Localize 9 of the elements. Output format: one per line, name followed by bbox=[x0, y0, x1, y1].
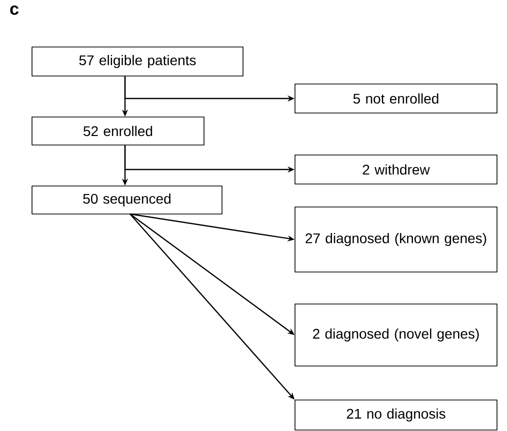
process-box: 2 diagnosed (novel genes) bbox=[294, 304, 498, 366]
process-box: 21 no diagnosis bbox=[294, 400, 498, 430]
process-box: 2 withdrew bbox=[294, 154, 498, 184]
process-box: 27 diagnosed (known genes) bbox=[294, 206, 498, 272]
process-box: 5 not enrolled bbox=[294, 84, 498, 114]
panel-letter: c bbox=[10, 6, 18, 15]
process-box: 57 eligible patients bbox=[32, 46, 244, 76]
process-box: 50 sequenced bbox=[32, 186, 222, 214]
process-box: 52 enrolled bbox=[32, 116, 204, 146]
